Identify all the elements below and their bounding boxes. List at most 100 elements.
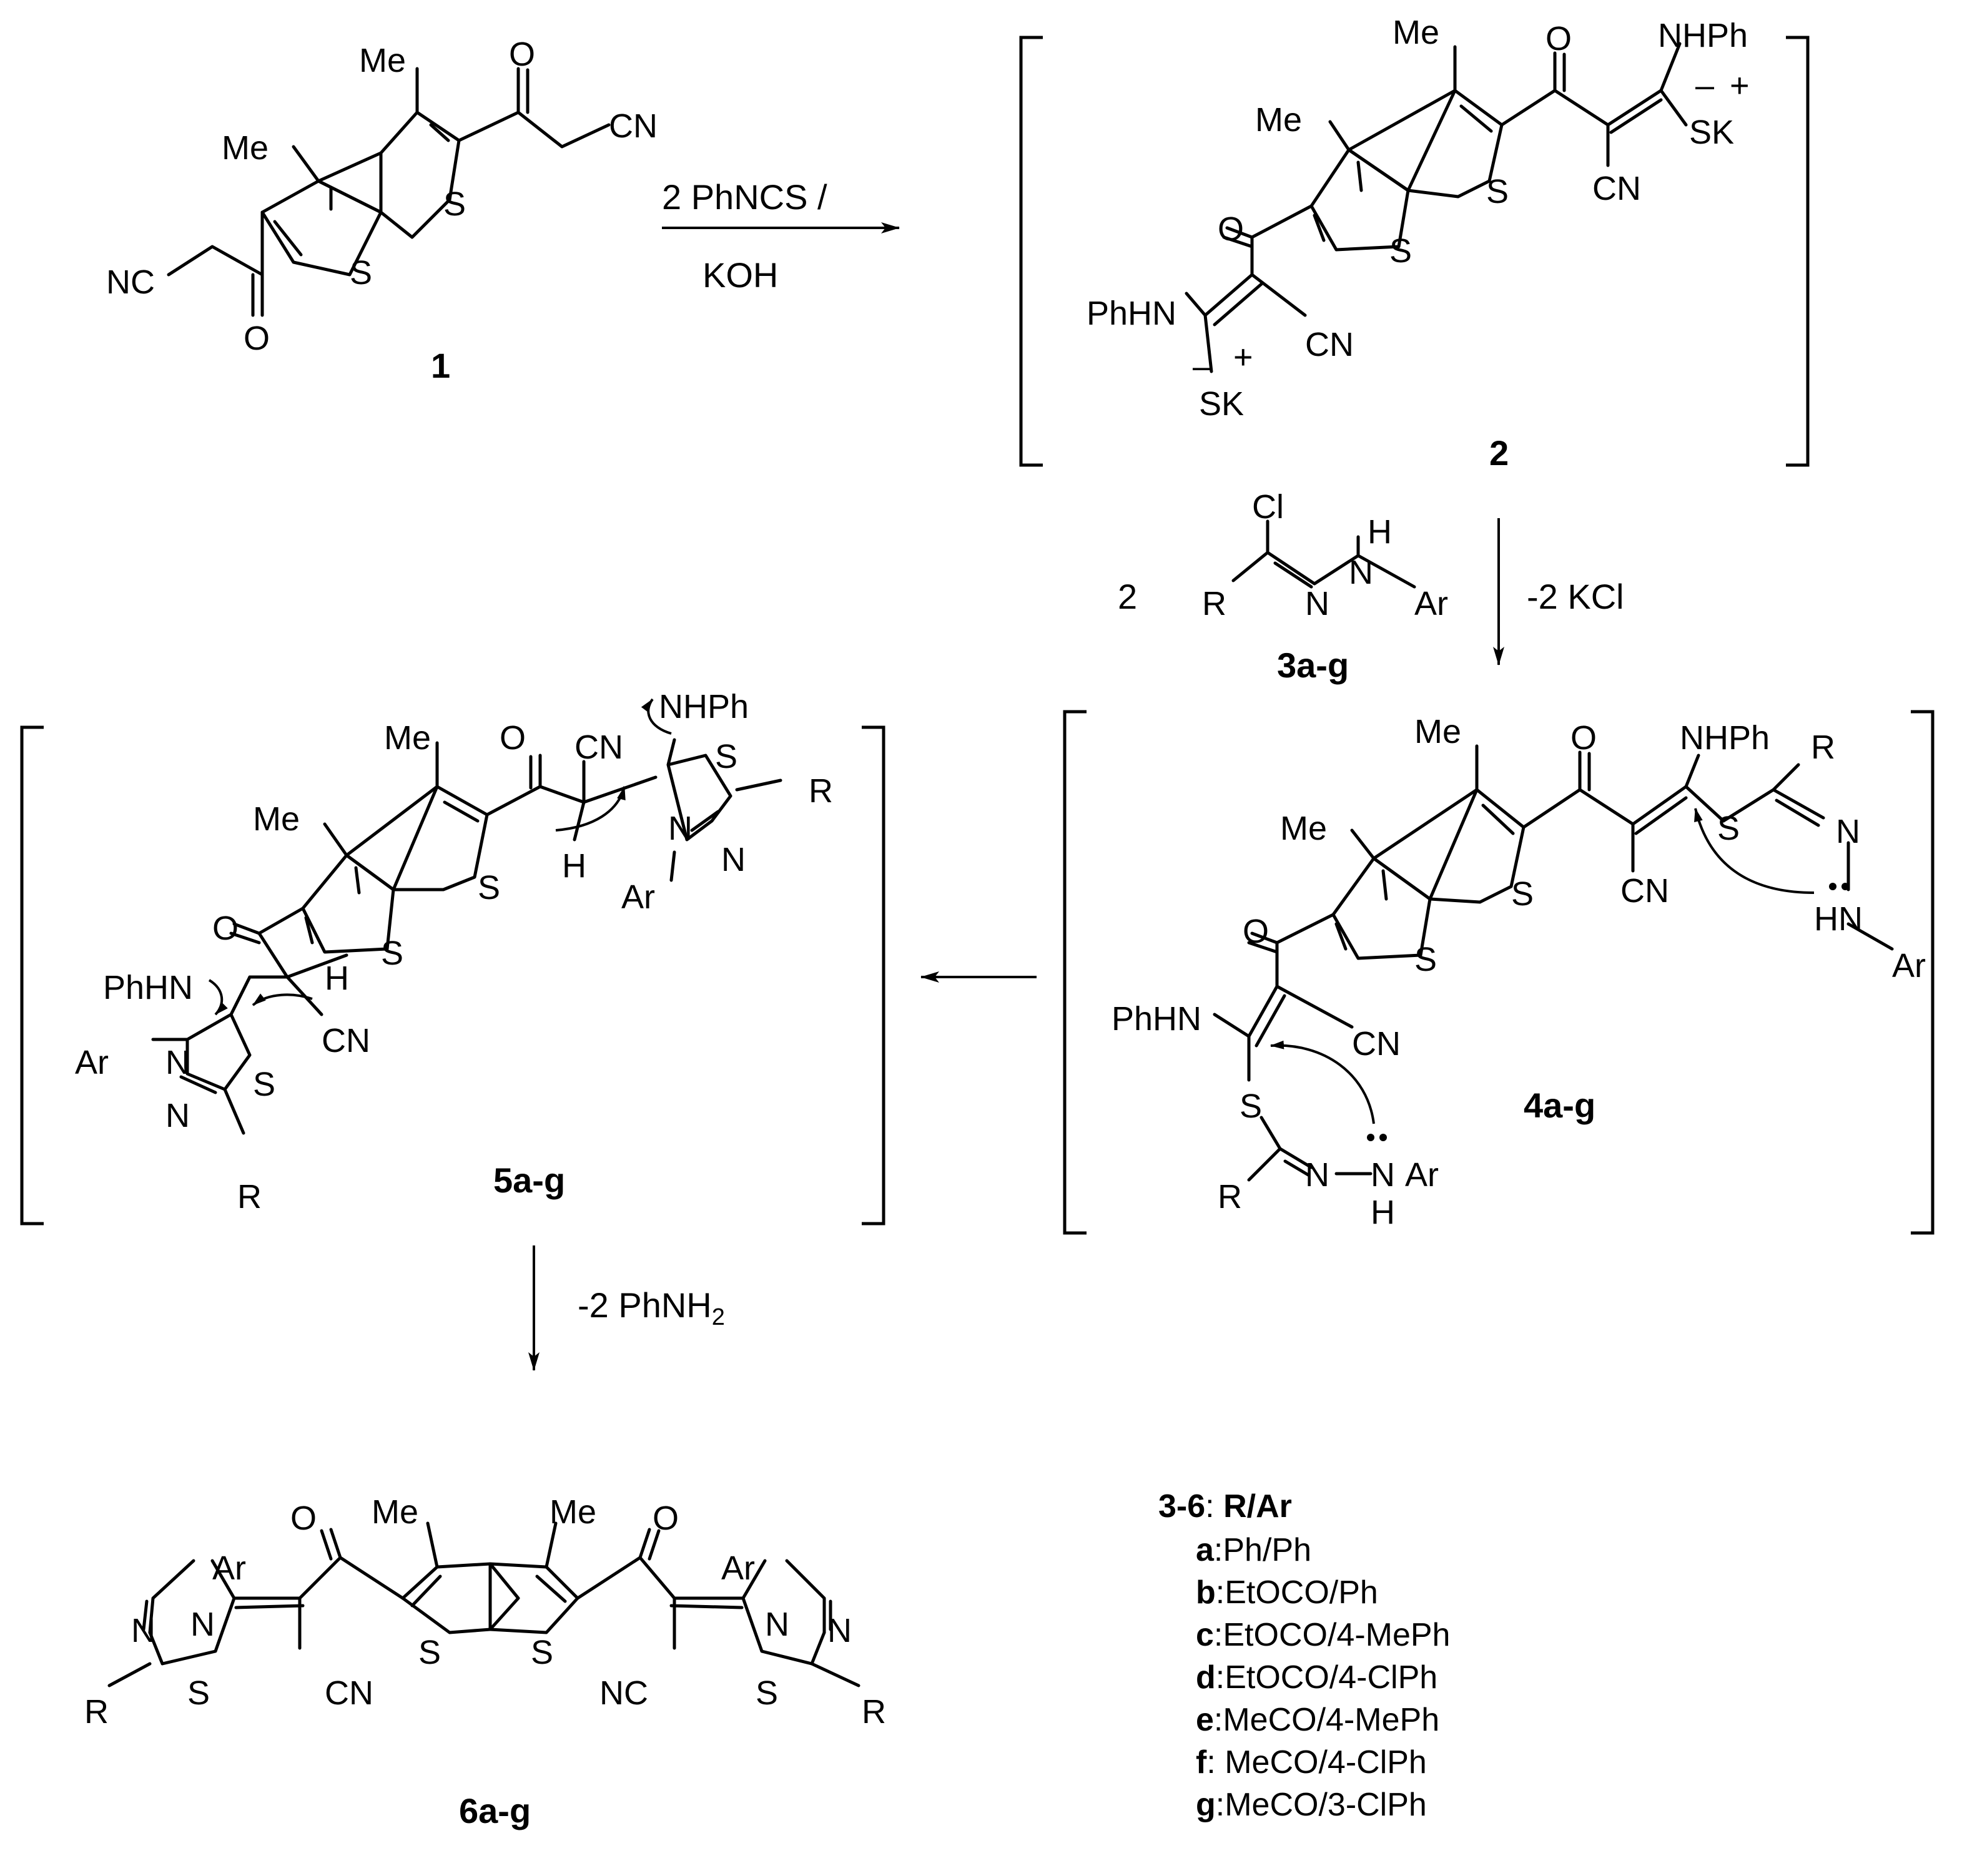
nitrile-label: CN — [322, 1022, 370, 1059]
legend-key: a — [1196, 1532, 1215, 1568]
compound-2: Me Me O NHPh SK – + CN S S O PhHN CN – +… — [1019, 14, 1810, 473]
legend-value: :Ph/Ph — [1214, 1532, 1311, 1568]
aryl-label: Ar — [721, 1549, 755, 1587]
svg-text:-2 PhNH2: -2 PhNH2 — [578, 1285, 725, 1330]
methyl-label: Me — [222, 129, 269, 167]
hydrogen-label: H — [1371, 1194, 1395, 1231]
r-group-label: R — [862, 1693, 886, 1731]
chlorine-label: Cl — [1252, 488, 1284, 526]
nitrile-label: CN — [1305, 326, 1354, 363]
methyl-label: Me — [1414, 713, 1461, 750]
svg-text:b:EtOCO/Ph: b:EtOCO/Ph — [1196, 1574, 1378, 1611]
nitrogen-label: N — [165, 1097, 190, 1134]
compound-3-label: 3a-g — [1277, 646, 1349, 685]
svg-text:d:EtOCO/4-ClPh: d:EtOCO/4-ClPh — [1196, 1659, 1437, 1696]
hydrogen-label: H — [562, 847, 586, 885]
compound-4-label: 4a-g — [1524, 1086, 1595, 1125]
stoichiometry-label: 2 — [1118, 577, 1137, 616]
legend-value: : MeCO/4-ClPh — [1206, 1744, 1427, 1780]
sulfur-label: S — [1389, 232, 1412, 270]
anilino-label: NHPh — [659, 688, 749, 725]
nitrile-label: CN — [609, 107, 658, 145]
nitrile-label: CN — [325, 1674, 373, 1712]
nitrogen-label: N — [765, 1606, 789, 1643]
sulfur-label: S — [531, 1634, 553, 1671]
r-group-label: R — [1811, 729, 1835, 766]
oxygen-label: O — [212, 910, 239, 947]
intermediate-4: Me Me O NHPh R S N HN Ar CN S S O PhHN C… — [1063, 710, 1935, 1235]
sulfur-label: S — [187, 1674, 210, 1712]
nitrogen-label: N — [1836, 813, 1860, 850]
svg-text:g:MeCO/3-ClPh: g:MeCO/3-ClPh — [1196, 1787, 1427, 1823]
methyl-label: Me — [1280, 810, 1327, 847]
nitrogen-label: N — [1305, 1156, 1329, 1194]
legend-key: c — [1196, 1617, 1214, 1653]
reagent-3: Cl H N N R Ar 3a-g — [1202, 488, 1448, 685]
legend-value: :MeCO/4-MePh — [1214, 1702, 1439, 1738]
aryl-label: Ar — [75, 1044, 109, 1081]
aryl-label: Ar — [212, 1549, 246, 1587]
svg-text:e:MeCO/4-MePh: e:MeCO/4-MePh — [1196, 1702, 1439, 1738]
methyl-label: Me — [1393, 14, 1439, 51]
byproduct-label: -2 KCl — [1527, 577, 1624, 616]
nitrogen-label: N — [1349, 554, 1373, 591]
oxygen-label: O — [290, 1500, 317, 1537]
anilino-label: PhHN — [1112, 1000, 1201, 1038]
nitrile-label: CN — [574, 729, 623, 766]
charge-plus: + — [1233, 338, 1253, 376]
legend-value: :MeCO/3-ClPh — [1216, 1787, 1427, 1823]
anilino-label: PhHN — [103, 969, 193, 1006]
reagent-label: 2 PhNCS / — [662, 177, 827, 217]
amine-label: HN — [1814, 900, 1863, 938]
compound-2-label: 2 — [1489, 433, 1509, 473]
nitrile-label: CN — [1352, 1025, 1401, 1063]
sulfur-label: S — [443, 185, 466, 223]
legend-colon: : — [1205, 1488, 1223, 1525]
oxygen-label: O — [1570, 719, 1597, 757]
thiolate-label: SK — [1689, 114, 1734, 151]
arrow-step-1: 2 PhNCS / KOH — [662, 177, 900, 295]
nitrile-label: CN — [1620, 872, 1669, 910]
sulfur-label: S — [715, 738, 737, 775]
methyl-label: Me — [550, 1493, 596, 1531]
aryl-label: Ar — [621, 878, 655, 916]
compound-5-label: 5a-g — [493, 1161, 565, 1200]
intermediate-5: Me Me O CN NHPh S R N N Ar H S S O H PhH… — [20, 688, 885, 1225]
legend-value: :EtOCO/4-ClPh — [1216, 1659, 1437, 1696]
sulfur-label: S — [1717, 810, 1740, 847]
legend-range: 3-6 — [1158, 1488, 1205, 1525]
svg-text:f: MeCO/4-ClPh: f: MeCO/4-ClPh — [1196, 1744, 1427, 1780]
arrow-step-4: -2 PhNH2 — [528, 1245, 725, 1371]
r-group-label: R — [1202, 585, 1226, 622]
oxygen-label: O — [653, 1500, 679, 1537]
sulfur-label: S — [350, 254, 372, 292]
nitrile-label: CN — [1592, 170, 1641, 207]
aryl-label: Ar — [1414, 585, 1448, 622]
sulfur-label: S — [253, 1066, 275, 1103]
legend-key: g — [1196, 1787, 1216, 1823]
nitrogen-label: N — [827, 1612, 852, 1649]
legend-key: f — [1196, 1744, 1207, 1780]
anilino-label: NHPh — [1658, 17, 1748, 54]
charge-minus: – — [1695, 67, 1714, 104]
legend-value: :EtOCO/4-MePh — [1214, 1617, 1451, 1653]
compound-6-label: 6a-g — [459, 1791, 531, 1830]
reagent-label: KOH — [702, 255, 778, 295]
legend-key: d — [1196, 1659, 1216, 1696]
sulfur-label: S — [1511, 875, 1534, 913]
oxygen-label: O — [1243, 913, 1269, 950]
aryl-label: Ar — [1892, 947, 1926, 985]
compound-1: Me Me O CN S S NC O 1 — [106, 36, 658, 385]
methyl-label: Me — [384, 719, 431, 757]
nitrogen-label: N — [668, 810, 693, 847]
nitrogen-label: N — [1305, 585, 1329, 622]
sulfur-label: S — [478, 869, 500, 906]
sulfur-label: S — [1414, 941, 1437, 978]
subscript-label: 2 — [712, 1304, 725, 1330]
legend-key: e — [1196, 1702, 1214, 1738]
product-6: Me Me O O Ar Ar N N N N S S S S CN NC R … — [84, 1493, 886, 1830]
r-group-label: R — [809, 772, 833, 810]
legend-key: b — [1196, 1574, 1216, 1611]
legend-header: R/Ar — [1223, 1488, 1292, 1525]
